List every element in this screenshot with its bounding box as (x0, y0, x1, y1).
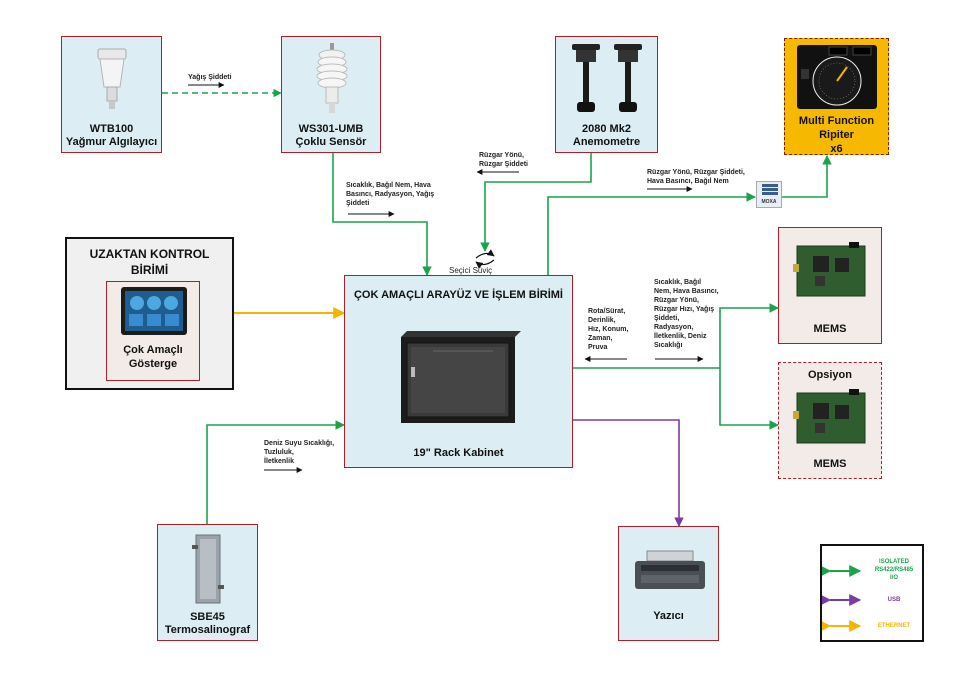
note-wind-l2: Rüzgar Şiddeti (479, 161, 529, 168)
legend-usb: USB (887, 597, 901, 603)
multi-display-node: Çok Amaçlı Gösterge (106, 281, 200, 381)
wtb100-name: WTB100 (89, 123, 134, 135)
sbe45-node: SBE45 Termosalinograf (157, 524, 258, 641)
rack-cabinet-icon (401, 331, 521, 423)
wtb100-node: WTB100 Yağmur Algılayıcı (61, 36, 162, 153)
anemometer-name: 2080 Mk2 (582, 123, 631, 135)
legend-ethernet: ETHERNET (877, 623, 911, 629)
remote-title-line2: BİRİMİ (130, 263, 169, 277)
note-mems-l7: İletkenlik, Deniz (654, 333, 707, 340)
note-repeater-l1: Rüzgar Yönü, Rüzgar Şiddeti, (647, 169, 745, 176)
note-mems-l1: Sıcaklık, Bağıl (654, 279, 702, 286)
note-wind-l1: Rüzgar Yönü, (479, 152, 524, 159)
circuit-board-icon (793, 389, 866, 444)
link-mems1 (719, 303, 779, 368)
note-nav-l4: Zaman, (588, 335, 613, 342)
note-ws301-l2: Basıncı, Radyasyon, Yağış (346, 191, 435, 198)
mems-node-1: MEMS (778, 227, 882, 344)
repeater-line1: Multi Function (798, 115, 875, 127)
anemometer-node: 2080 Mk2 Anemometre (555, 36, 658, 153)
legend-lines (822, 565, 862, 632)
note-mems-l5: Şiddeti, (654, 315, 680, 322)
cabinet-label: 19" Rack Kabinet (413, 447, 504, 459)
link-ws301-main (328, 144, 432, 276)
tablet-display-icon (121, 287, 187, 335)
note-sea-l3: İletkenlik (264, 458, 294, 465)
note-mems-l2: Nem, Hava Basıncı, (654, 288, 719, 295)
ws301-desc: Çoklu Sensör (295, 136, 367, 148)
link-sbe45-main (206, 420, 345, 524)
selector-label: Seçici Süviç (449, 266, 493, 275)
legend: ISOLATED RS422/RS485 I/O USB ETHERNET (820, 544, 924, 642)
note-mems-l6: Radyasyon, (654, 324, 694, 331)
link-main-printer (565, 415, 684, 527)
ws301-name: WS301-UMB (298, 123, 364, 135)
printer-name: Yazıcı (653, 610, 684, 622)
wtb100-desc: Yağmur Algılayıcı (65, 136, 158, 148)
selector-switch-icon (475, 249, 495, 269)
rain-sensor-icon (97, 48, 127, 109)
note-ws301-l1: Sıcaklık, Bağıl Nem, Hava (346, 182, 431, 189)
legend-serial-l3: I/O (889, 575, 898, 581)
link-hub-repeater (782, 155, 832, 198)
legend-serial-l2: RS422/RS485 (874, 567, 914, 573)
display-line1: Çok Amaçlı (123, 344, 183, 356)
hub-tag: MOXA (761, 199, 777, 205)
link-anemometer-selector (480, 153, 592, 252)
repeater-line2: Ripiter (819, 129, 854, 141)
note-sea-l1: Deniz Suyu Sıcaklığı, (264, 440, 335, 447)
link-mems2 (719, 368, 779, 430)
note-mems-l4: Rüzgar Hızı, Yağış (654, 306, 715, 313)
network-hub: MOXA (756, 181, 782, 208)
mems-node-2: Opsiyon MEMS (778, 362, 882, 479)
printer-icon (635, 550, 705, 589)
mems2-name: MEMS (813, 458, 847, 470)
thermosalinograph-icon (192, 534, 224, 604)
legend-serial-l1: ISOLATED (879, 559, 909, 565)
note-rain-rate: Yağış Şiddeti (188, 74, 232, 81)
printer-node: Yazıcı (618, 526, 719, 641)
sbe45-name: SBE45 (190, 611, 225, 623)
repeater-node: Multi Function Ripiter x6 (784, 38, 889, 155)
weather-sensor-icon (316, 43, 348, 113)
display-line2: Gösterge (128, 358, 178, 370)
link-main-repeater (547, 192, 756, 275)
remote-control-unit: UZAKTAN KONTROL BİRİMİ Çok Amaçlı Göster… (65, 237, 234, 390)
note-nav-l2: Derinlik, (588, 317, 616, 324)
sbe45-desc: Termosalinograf (164, 624, 251, 636)
note-nav-l5: Pruva (588, 344, 608, 351)
mems1-name: MEMS (813, 323, 847, 335)
remote-title-line1: UZAKTAN KONTROL (89, 247, 210, 261)
note-sea-l2: Tuzluluk, (264, 449, 294, 456)
ws301-node: WS301-UMB Çoklu Sensör (281, 36, 381, 153)
main-processing-unit: ÇOK AMAÇLI ARAYÜZ VE İŞLEM BİRİMİ 19" Ra… (344, 275, 573, 468)
anemometer-desc: Anemometre (572, 136, 641, 148)
mems2-option: Opsiyon (807, 369, 852, 381)
note-nav-l3: Hız, Konum, (588, 326, 629, 333)
main-title: ÇOK AMAÇLI ARAYÜZ VE İŞLEM BİRİMİ (353, 289, 563, 301)
note-mems-l8: Sıcaklığı (654, 342, 683, 349)
anemometer-icon (572, 44, 642, 112)
hub-icon (762, 184, 778, 195)
note-repeater-l2: Hava Basıncı, Bağıl Nem (647, 178, 729, 185)
repeater-display-icon (797, 45, 877, 109)
circuit-board-icon (793, 242, 866, 297)
repeater-line3: x6 (830, 143, 843, 155)
note-mems-l3: Rüzgar Yönü, (654, 297, 699, 304)
note-ws301-l3: Şiddeti (346, 200, 370, 207)
note-nav-l1: Rota/Sürat, (588, 308, 626, 315)
